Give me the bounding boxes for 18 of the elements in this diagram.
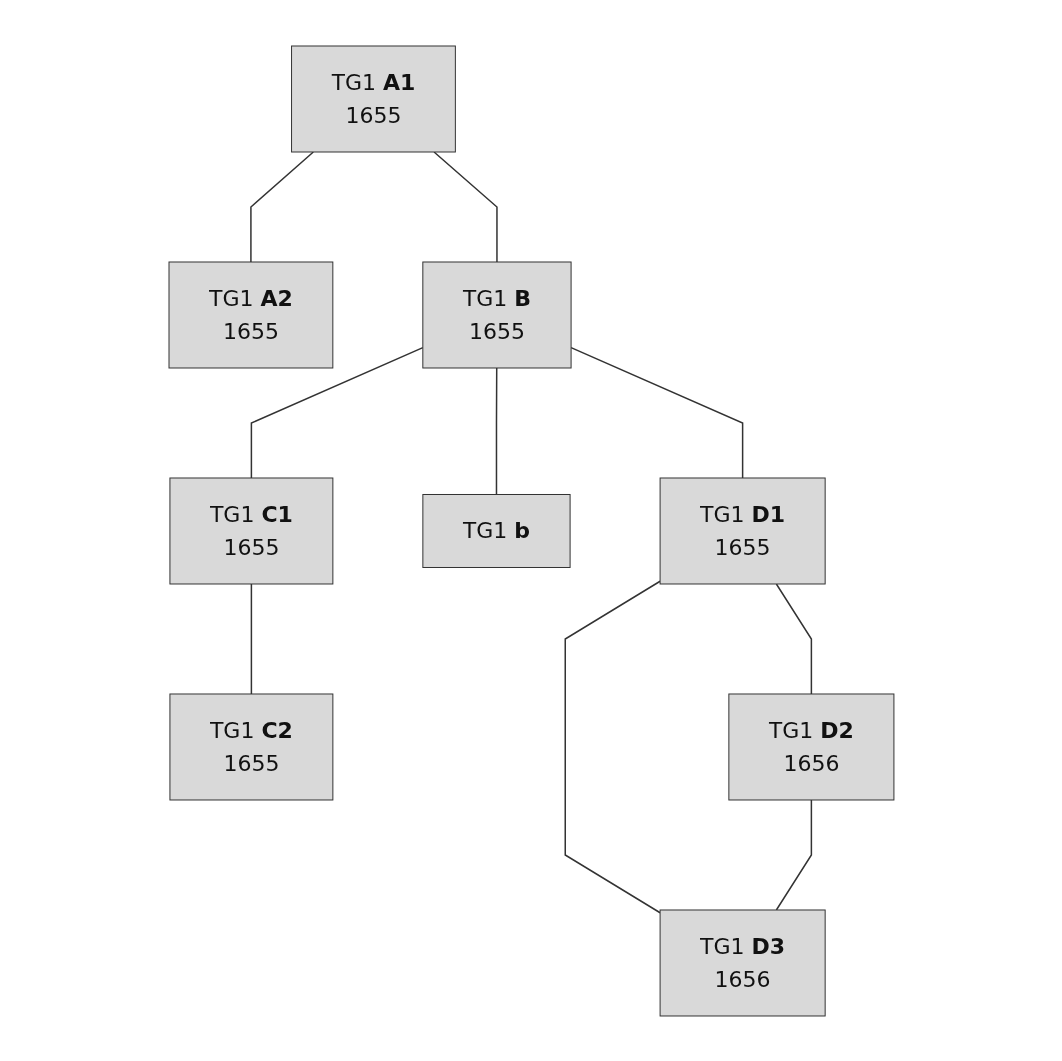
connector	[249, 150, 314, 263]
connector	[564, 580, 661, 913]
connector	[775, 798, 812, 911]
node-box: TG1 C2 1655	[168, 693, 333, 800]
node-box: TG1 C1 1655	[168, 477, 333, 584]
node-box: TG1 A1 1655	[290, 45, 456, 152]
node-box: TG1 D3 1656	[659, 909, 826, 1016]
connector	[495, 366, 497, 495]
connector	[775, 582, 812, 695]
connector	[250, 582, 252, 695]
node-box: TG1 B 1655	[421, 261, 572, 368]
connector	[250, 346, 424, 479]
node-box: TG1 D1 1655	[659, 477, 826, 584]
connector	[569, 346, 743, 479]
node-box: TG1 b	[421, 493, 571, 568]
node-box: TG1 D2 1656	[727, 693, 894, 800]
connector	[432, 150, 498, 263]
node-box: TG1 A2 1655	[168, 261, 333, 368]
